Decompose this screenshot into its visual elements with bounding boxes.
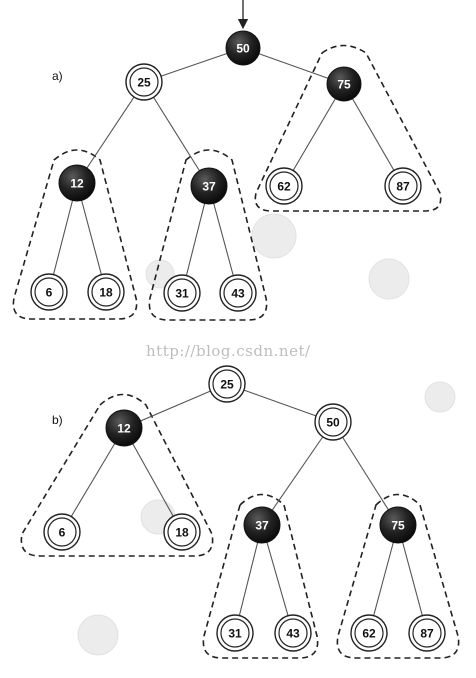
group-outline-75 xyxy=(254,44,442,212)
watermark: http://blog.csdn.net/ xyxy=(146,342,311,360)
svg-text:75: 75 xyxy=(391,519,405,533)
svg-text:25: 25 xyxy=(220,378,234,392)
svg-text:50: 50 xyxy=(326,416,340,430)
edge xyxy=(143,81,210,187)
tree-node: 75 xyxy=(379,506,417,544)
group-outline-75 xyxy=(336,493,460,659)
edge xyxy=(343,83,404,187)
edge xyxy=(261,421,334,526)
tree-node: 75 xyxy=(326,66,362,102)
svg-text:62: 62 xyxy=(277,180,291,194)
tree-node: 62 xyxy=(350,614,388,652)
group-outline-37 xyxy=(148,149,268,321)
tree-node: 6 xyxy=(43,513,81,551)
tree-node: 62 xyxy=(265,167,303,205)
tree-node: 43 xyxy=(219,274,257,312)
svg-text:37: 37 xyxy=(255,519,269,533)
tree-node: 87 xyxy=(384,167,422,205)
edge xyxy=(76,81,145,184)
panel-b: b) 25 12 50 xyxy=(20,365,460,659)
svg-text:6: 6 xyxy=(59,526,66,540)
group-outline-12 xyxy=(12,149,138,320)
tree-node: 6 xyxy=(30,273,68,311)
svg-text:31: 31 xyxy=(228,627,242,641)
tree-node: 37 xyxy=(190,167,228,205)
svg-text:43: 43 xyxy=(286,627,300,641)
tree-node: 18 xyxy=(87,273,125,311)
svg-text:12: 12 xyxy=(70,177,84,191)
svg-text:37: 37 xyxy=(202,180,216,194)
group-outline-37 xyxy=(202,493,319,659)
svg-text:75: 75 xyxy=(337,78,351,92)
edge xyxy=(123,427,183,533)
edge xyxy=(283,83,345,187)
panel-a: a) 50 25 75 12 xyxy=(12,0,442,321)
group-outline-12 xyxy=(20,393,214,557)
edge xyxy=(261,524,294,634)
panel-a-label: a) xyxy=(52,69,63,83)
tree-node: 12 xyxy=(105,409,143,447)
svg-text:6: 6 xyxy=(46,286,53,300)
edge xyxy=(242,47,345,85)
svg-text:62: 62 xyxy=(362,627,376,641)
edge xyxy=(226,383,334,423)
svg-text:43: 43 xyxy=(231,287,245,301)
svg-text:87: 87 xyxy=(396,180,410,194)
edge xyxy=(332,421,399,526)
tree-node: 50 xyxy=(314,403,352,441)
tree-node: 87 xyxy=(408,614,446,652)
svg-text:12: 12 xyxy=(117,422,131,436)
tree-node: 43 xyxy=(274,614,312,652)
tree-node: 25 xyxy=(208,365,246,403)
svg-text:31: 31 xyxy=(175,287,189,301)
svg-text:50: 50 xyxy=(236,42,250,56)
edge xyxy=(76,182,107,293)
tree-node: 31 xyxy=(216,614,254,652)
tree-node: 18 xyxy=(163,513,201,551)
tree-node: 31 xyxy=(163,274,201,312)
edge xyxy=(48,182,78,293)
svg-text:18: 18 xyxy=(175,526,189,540)
svg-text:18: 18 xyxy=(99,286,113,300)
tree-node: 12 xyxy=(58,164,96,202)
tree-node: 37 xyxy=(243,506,281,544)
svg-text:87: 87 xyxy=(420,627,434,641)
tree-node: 25 xyxy=(125,63,163,101)
tree-node: 50 xyxy=(225,30,261,66)
edge xyxy=(61,427,125,533)
svg-text:25: 25 xyxy=(137,76,151,90)
panel-b-label: b) xyxy=(52,413,63,427)
